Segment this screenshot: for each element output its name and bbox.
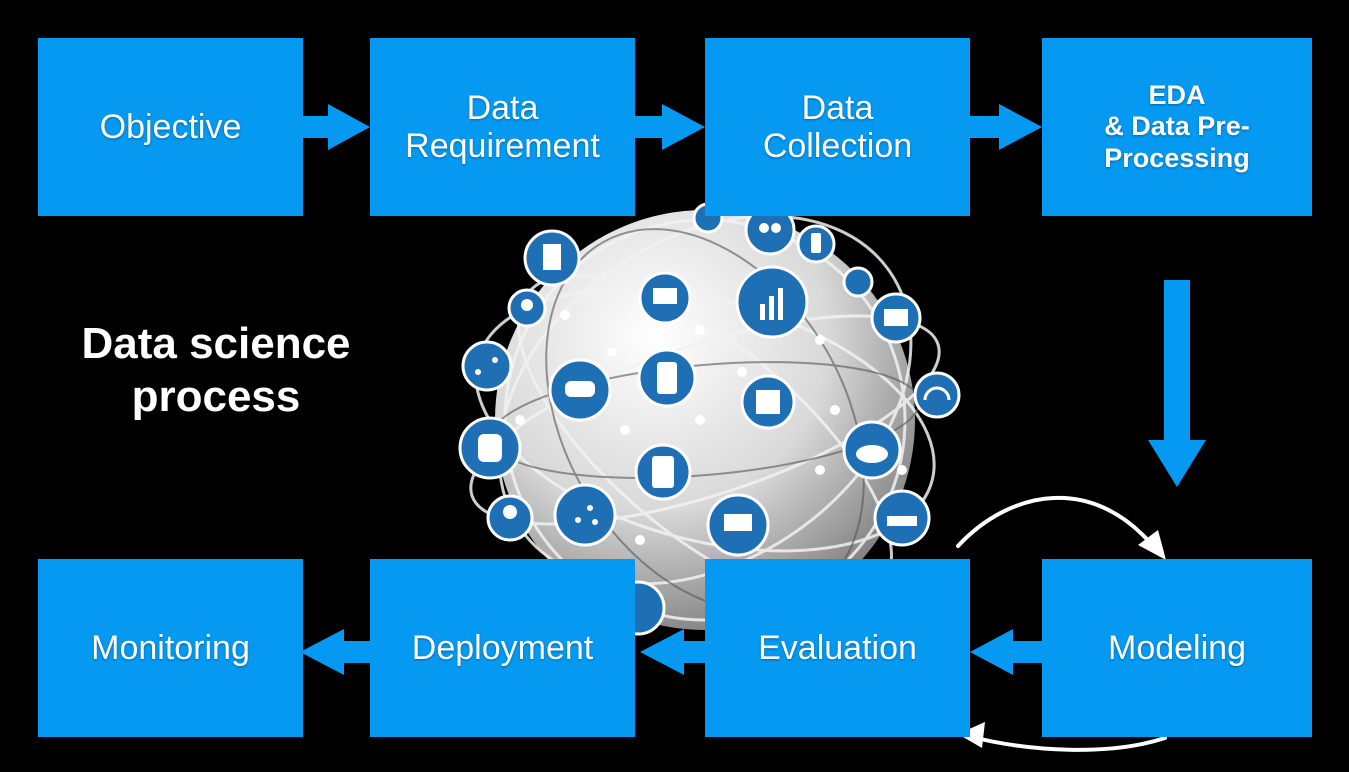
step-objective-label: Objective [99,107,242,146]
step-data-collection: Data Collection [705,38,970,216]
people-icon [744,204,796,256]
step-eda: EDA & Data Pre- Processing [1042,38,1312,216]
curved-arrow-evaluation-to-modeling [956,495,1160,554]
tablet-icon [634,443,692,501]
gauge-icon [913,371,961,419]
database-icon [458,416,522,480]
arrow-evaluation-to-deployment [640,629,705,675]
monitor-icon [638,271,692,325]
server-icon [740,374,796,430]
map-pin-icon [507,288,547,328]
step-objective: Objective [38,38,303,216]
envelope-icon [870,292,922,344]
arrow-data-requirement-to-data-collection [635,104,705,150]
arrow-data-collection-to-eda [970,104,1042,150]
step-modeling-label: Modeling [1108,628,1246,667]
diagram-title: Data science process [81,319,351,421]
globe-nodes [515,310,907,545]
user-icon [486,494,534,542]
step-data-collection-label: Data Collection [762,88,913,165]
arrow-deployment-to-monitoring [300,629,370,675]
storage-icon [842,266,874,298]
bar-chart-icon [735,265,809,339]
step-deployment: Deployment [370,559,635,737]
step-data-requirement-label: Data Requirement [405,88,600,165]
step-eda-label: EDA & Data Pre- Processing [1104,80,1250,173]
step-data-requirement: Data Requirement [370,38,635,216]
arrow-eda-to-modeling [1148,280,1206,487]
curved-arrowhead-to-evaluation [958,722,985,748]
step-evaluation-label: Evaluation [758,628,917,667]
vr-headset-icon [548,358,612,422]
arrow-modeling-to-evaluation [970,629,1042,675]
step-monitoring: Monitoring [38,559,303,737]
network-nodes-icon [461,340,513,392]
curved-arrow-modeling-to-evaluation [966,734,1167,752]
step-deployment-label: Deployment [411,628,594,667]
mobile-search-icon [637,348,697,408]
step-modeling: Modeling [1042,559,1312,737]
scatter-chart-icon [553,483,617,547]
curved-arrowhead-to-modeling [1138,530,1166,560]
step-evaluation: Evaluation [705,559,970,737]
cloud-icon [842,420,902,480]
document-icon [523,229,581,287]
phone-icon [796,224,836,264]
feedback-loop [956,495,1167,752]
laptop-icon [706,493,770,557]
arrow-objective-to-data-requirement [303,104,370,150]
step-monitoring-label: Monitoring [91,628,250,667]
router-icon [873,489,931,547]
